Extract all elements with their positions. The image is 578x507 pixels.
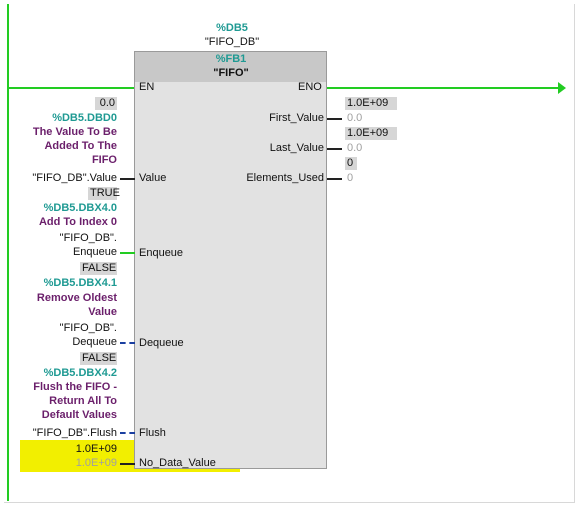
enqueue-pin[interactable]: Enqueue [139,247,184,259]
no-data-value-pin[interactable]: No_Data_Value [139,457,216,469]
flush-monitor: FALSE [80,352,117,365]
enqueue-wire [120,252,135,254]
flush-comment-line3: Default Values [41,409,117,421]
no-data-value-operand[interactable]: 1.0E+09 [75,457,117,469]
no-data-value-wire [120,463,135,465]
dequeue-comment-line2: Value [88,306,117,318]
dequeue-operand-line1[interactable]: "FIFO_DB". [59,322,117,334]
en-pin[interactable]: EN [139,81,155,93]
flush-pin[interactable]: Flush [139,427,166,439]
eno-wire [326,87,562,89]
value-address: %DB5.DBD0 [52,112,117,124]
dequeue-comment-line1: Remove Oldest [36,292,117,304]
en-wire [9,87,135,89]
value-comment-line2: Added To The [44,140,117,152]
block-header [135,52,326,82]
value-wire [120,178,135,180]
value-comment-line3: FIFO [91,154,117,166]
first-value-monitor: 1.0E+09 [345,97,397,110]
no-data-value-monitor: 1.0E+09 [75,443,117,455]
dequeue-monitor: FALSE [80,262,117,275]
left-power-rail [7,4,9,501]
flush-comment-line2: Return All To [49,395,117,407]
dequeue-operand-line2[interactable]: Dequeue [72,336,117,348]
value-pin[interactable]: Value [139,172,167,184]
dequeue-wire [120,342,135,344]
value-comment-line1: The Value To Be [32,126,117,138]
fifo-function-block[interactable] [134,51,327,469]
enqueue-comment: Add To Index 0 [38,216,117,228]
editor-frame [4,4,575,503]
last-value-wire [327,148,342,150]
eno-arrow-icon [558,82,566,94]
elements-used-operand[interactable]: 0 [347,172,354,184]
value-operand[interactable]: "FIFO_DB".Value [32,172,117,184]
last-value-monitor: 1.0E+09 [345,127,397,140]
enqueue-address: %DB5.DBX4.0 [43,202,117,214]
enqueue-operand-line1[interactable]: "FIFO_DB". [59,232,117,244]
last-value-pin[interactable]: Last_Value [269,142,324,154]
elements-used-pin[interactable]: Elements_Used [246,172,324,184]
last-value-operand[interactable]: 0.0 [347,142,363,154]
dequeue-address: %DB5.DBX4.1 [43,277,117,289]
elements-used-monitor: 0 [345,157,357,170]
flush-comment-line1: Flush the FIFO - [33,381,117,393]
instance-db-name[interactable]: "FIFO_DB" [204,36,260,48]
eno-pin[interactable]: ENO [298,81,322,93]
enqueue-operand-line2[interactable]: Enqueue [72,246,117,258]
fb-name: "FIFO" [213,67,249,79]
instance-db-address[interactable]: %DB5 [216,22,248,34]
first-value-pin[interactable]: First_Value [269,112,324,124]
enqueue-monitor: TRUE [88,187,120,200]
flush-address: %DB5.DBX4.2 [43,367,117,379]
flush-operand[interactable]: "FIFO_DB".Flush [32,427,117,439]
first-value-wire [327,118,342,120]
flush-wire [120,432,135,434]
dequeue-pin[interactable]: Dequeue [139,337,184,349]
elements-used-wire [327,178,342,180]
first-value-operand[interactable]: 0.0 [347,112,363,124]
value-monitor: 0.0 [95,97,117,110]
fb-address: %FB1 [215,53,247,65]
